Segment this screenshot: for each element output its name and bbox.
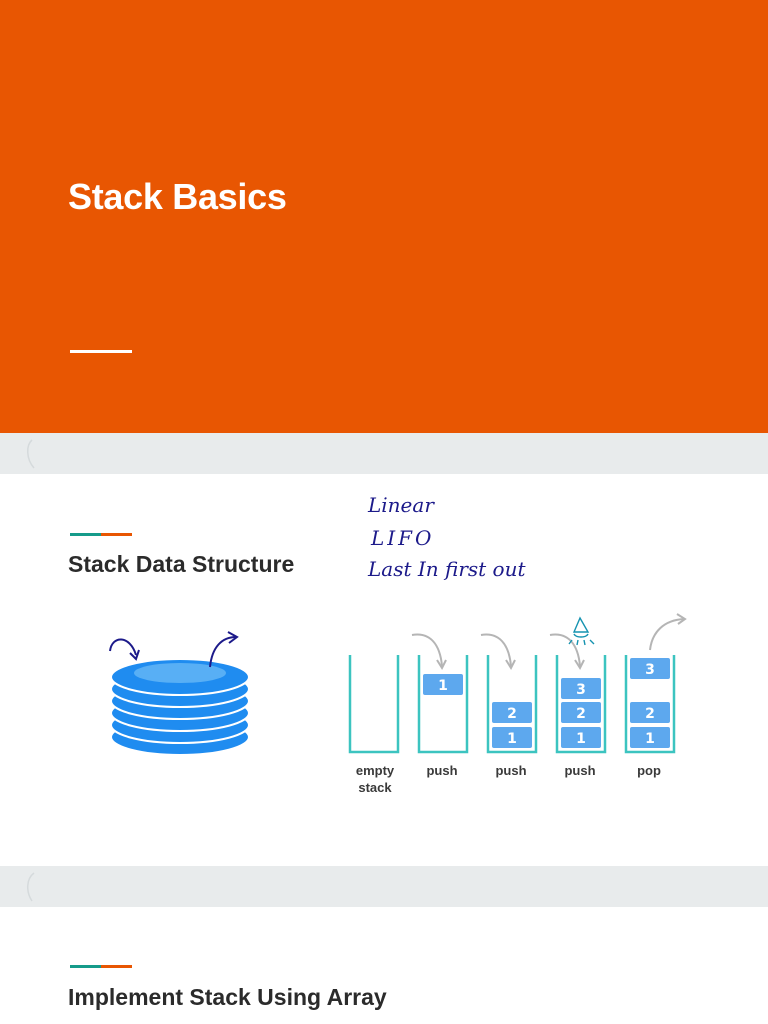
curved-arrow-icon [209,636,237,668]
svg-text:2: 2 [507,706,517,722]
curved-arrow-icon [649,618,685,651]
stack-item [630,702,670,723]
section-heading: Implement Stack Using Array [68,984,387,1010]
curved-arrow-icon [480,633,512,667]
curved-arrow-icon [411,633,443,667]
slide-title: Stack Basics [68,176,287,217]
svg-text:3: 3 [576,682,586,698]
heading-accent-bar [70,965,132,968]
stack-item [492,702,532,723]
stack-item [561,702,601,723]
curved-arrow-icon [109,638,137,656]
note-line-1: Linear [367,493,435,517]
stack-container [348,655,400,754]
note-line-2: LIFO [370,526,434,550]
stack-label: push [426,763,458,778]
stack-item [423,674,463,695]
stack-label: empty stack [355,763,395,795]
stack-item [630,727,670,748]
svg-text:2: 2 [645,706,655,722]
pen-mark-icon [27,872,35,902]
title-underline [70,350,132,353]
stack-item [561,678,601,699]
section-heading: Stack Data Structure [68,551,295,577]
svg-text:1: 1 [645,731,655,747]
lamp-doodle-icon [568,616,595,646]
slide-gap [0,433,768,474]
stack-container [624,655,676,754]
stack-label: pop [637,763,661,778]
title-slide: Stack Basics [0,0,768,433]
pen-mark-icon [27,439,35,469]
stack-container [417,655,469,754]
stack-container [486,655,538,754]
stack-container [555,655,607,754]
handwritten-notes: Linear LIFO Last In first out [367,493,526,581]
svg-text:1: 1 [438,678,448,694]
plate-stack-icon [109,631,250,756]
stack-item [492,727,532,748]
slide-gap [0,866,768,907]
stack-label: push [495,763,527,778]
stack-item [630,658,670,679]
svg-text:3: 3 [645,662,655,678]
svg-text:1: 1 [576,731,586,747]
stack-item [561,727,601,748]
heading-accent-bar [70,533,132,536]
note-line-3: Last In first out [367,557,526,581]
stack-operations-diagram: 1 2 1 3 2 1 3 2 1 [348,613,687,754]
svg-text:1: 1 [507,731,517,747]
stack-label: push [564,763,596,778]
svg-text:2: 2 [576,706,586,722]
